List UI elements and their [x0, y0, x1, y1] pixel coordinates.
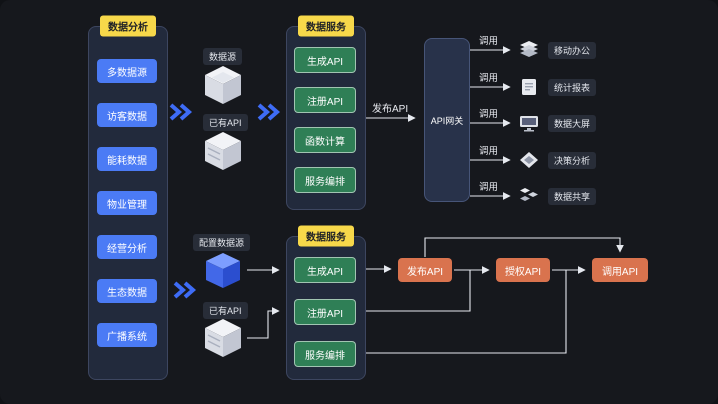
chevron-right-icon [256, 103, 282, 121]
stat-report-icon [518, 77, 540, 97]
server-icon [201, 316, 245, 360]
call-label-1: 调用 [479, 36, 499, 47]
existing-api-badge: 已有API [203, 114, 248, 131]
consumer-label-stat-report: 统计报表 [548, 79, 597, 96]
line-publish-to-call-bridge [424, 237, 624, 257]
analysis-item-2: 访客数据 [97, 103, 157, 127]
step-authorize-api: 授权API [496, 258, 550, 282]
top-service-panel: 数据服务 生成API 注册API 函数计算 服务编排 [286, 15, 366, 210]
analysis-panel-header: 数据分析 [100, 15, 156, 37]
call-label-3: 调用 [479, 109, 499, 120]
analysis-item-3: 能耗数据 [97, 147, 157, 171]
consumer-label-data-share: 数据共享 [548, 188, 597, 205]
config-datasource-badge: 配置数据源 [193, 234, 251, 251]
publish-arrow-label: 发布API [372, 104, 409, 115]
service-item-register-api: 注册API [294, 299, 356, 325]
analysis-item-1: 多数据源 [97, 59, 157, 83]
service-item-generate-api: 生成API [294, 47, 356, 73]
chevron-right-icon [172, 281, 198, 299]
chevron-right-icon [168, 103, 194, 121]
mobile-office-icon [518, 40, 540, 60]
arrow-server-to-service [247, 307, 280, 339]
call-label-4: 调用 [479, 146, 499, 157]
data-screen-icon [518, 113, 540, 133]
analysis-panel: 数据分析 多数据源 访客数据 能耗数据 物业管理 经营分析 生态数据 广播系统 [88, 15, 168, 380]
service-item-register-api: 注册API [294, 87, 356, 113]
datasource-badge: 数据源 [203, 48, 243, 65]
consumer-label-mobile-office: 移动办公 [548, 42, 597, 59]
bottom-service-panel-header: 数据服务 [298, 225, 354, 247]
blue-cube-icon [203, 250, 243, 290]
analysis-item-7: 广播系统 [97, 323, 157, 347]
bottom-service-panel: 数据服务 生成API 注册API 服务编排 [286, 225, 366, 380]
top-service-panel-header: 数据服务 [298, 15, 354, 37]
service-item-function-compute: 函数计算 [294, 127, 356, 153]
analysis-item-4: 物业管理 [97, 191, 157, 215]
consumer-label-data-screen: 数据大屏 [548, 115, 597, 132]
service-item-orchestrate: 服务编排 [294, 167, 356, 193]
api-gateway-node: API网关 [424, 38, 470, 202]
line-orchestrate-junction [366, 270, 567, 354]
step-publish-api: 发布API [398, 258, 452, 282]
analysis-item-6: 生态数据 [97, 279, 157, 303]
step-call-api: 调用API [592, 258, 648, 282]
server-icon [201, 129, 245, 173]
data-share-icon [518, 186, 540, 206]
consumer-label-decision-analysis: 决策分析 [548, 152, 597, 169]
existing-api-badge: 已有API [203, 302, 248, 319]
call-label-5: 调用 [479, 182, 499, 193]
call-label-2: 调用 [479, 73, 499, 84]
decision-analysis-icon [518, 150, 540, 170]
database-icon [201, 63, 245, 107]
service-item-orchestrate: 服务编排 [294, 341, 356, 367]
service-item-generate-api: 生成API [294, 257, 356, 283]
analysis-item-5: 经营分析 [97, 235, 157, 259]
